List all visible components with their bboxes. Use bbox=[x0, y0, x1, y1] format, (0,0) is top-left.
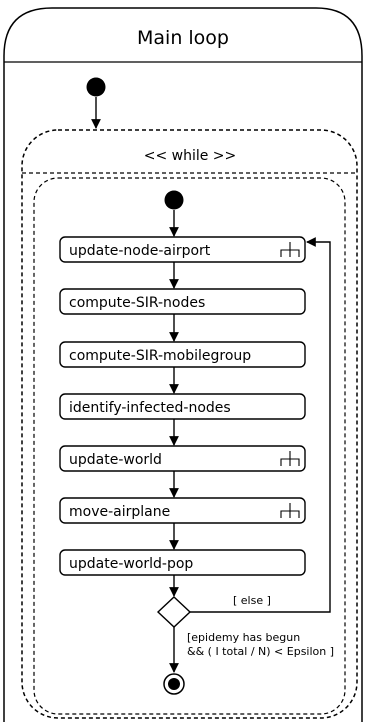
svg-text:move-airplane: move-airplane bbox=[69, 504, 170, 520]
final-node bbox=[163, 673, 185, 695]
initial-node bbox=[86, 77, 106, 97]
call-behavior-icon bbox=[280, 242, 300, 257]
loop-region-label: << while >> bbox=[144, 148, 237, 164]
activity-frame bbox=[3, 7, 363, 722]
loop-region bbox=[21, 129, 358, 719]
svg-text:update-world: update-world bbox=[69, 452, 162, 468]
activity-title: Main loop bbox=[137, 27, 229, 49]
call-behavior-icon bbox=[280, 503, 300, 518]
svg-text:update-world-pop: update-world-pop bbox=[69, 556, 193, 572]
exit-guard-line-2: && ( I total / N) < Epsilon ] bbox=[187, 645, 334, 658]
svg-text:update-node-airport: update-node-airport bbox=[69, 243, 211, 259]
action-compute-sir-nodes: compute-SIR-nodes bbox=[59, 288, 306, 315]
action-move-airplane: move-airplane bbox=[59, 497, 306, 524]
action-update-world-pop: update-world-pop bbox=[59, 549, 306, 576]
svg-text:compute-SIR-mobilegroup: compute-SIR-mobilegroup bbox=[69, 348, 251, 364]
action-update-node-airport: update-node-airport bbox=[59, 236, 306, 263]
svg-text:compute-SIR-nodes: compute-SIR-nodes bbox=[69, 295, 205, 311]
action-compute-sir-mobilegroup: compute-SIR-mobilegroup bbox=[59, 341, 306, 368]
action-update-world: update-world bbox=[59, 445, 306, 472]
svg-text:identify-infected-nodes: identify-infected-nodes bbox=[69, 400, 231, 416]
decision-node bbox=[156, 596, 192, 628]
exit-guard-line-1: [epidemy has begun bbox=[187, 631, 300, 644]
else-guard: [ else ] bbox=[233, 594, 271, 607]
call-behavior-icon bbox=[280, 451, 300, 466]
inner-initial-node bbox=[164, 190, 184, 210]
else-flow bbox=[190, 237, 331, 613]
action-identify-infected-nodes: identify-infected-nodes bbox=[59, 393, 306, 420]
